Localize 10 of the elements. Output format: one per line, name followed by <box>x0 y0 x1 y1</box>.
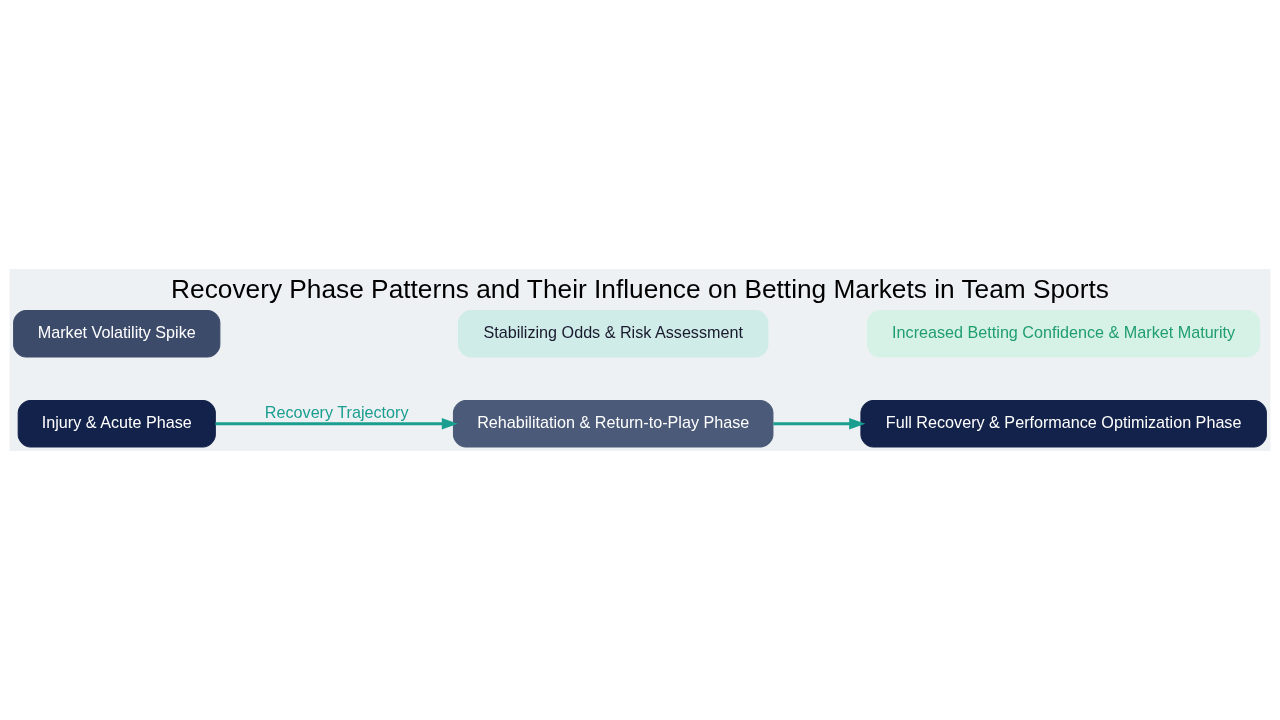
node-box: Stabilizing Odds & Risk Assessment <box>458 309 769 358</box>
arrow <box>773 418 866 430</box>
node-box: Full Recovery & Performance Optimization Phase <box>860 399 1267 448</box>
node-box: Market Volatility Spike <box>13 309 221 358</box>
node-box: Increased Betting Confidence & Market Maturity <box>867 309 1261 358</box>
arrow <box>215 418 458 430</box>
edge-label: Recovery Trajectory <box>264 403 409 422</box>
diagram-title: Recovery Phase Patterns and Their Influence on Betting Markets in Team Sports <box>171 274 1109 305</box>
node-box: Rehabilitation & Return-to-Play Phase <box>452 399 774 448</box>
node-box: Injury & Acute Phase <box>17 399 216 448</box>
